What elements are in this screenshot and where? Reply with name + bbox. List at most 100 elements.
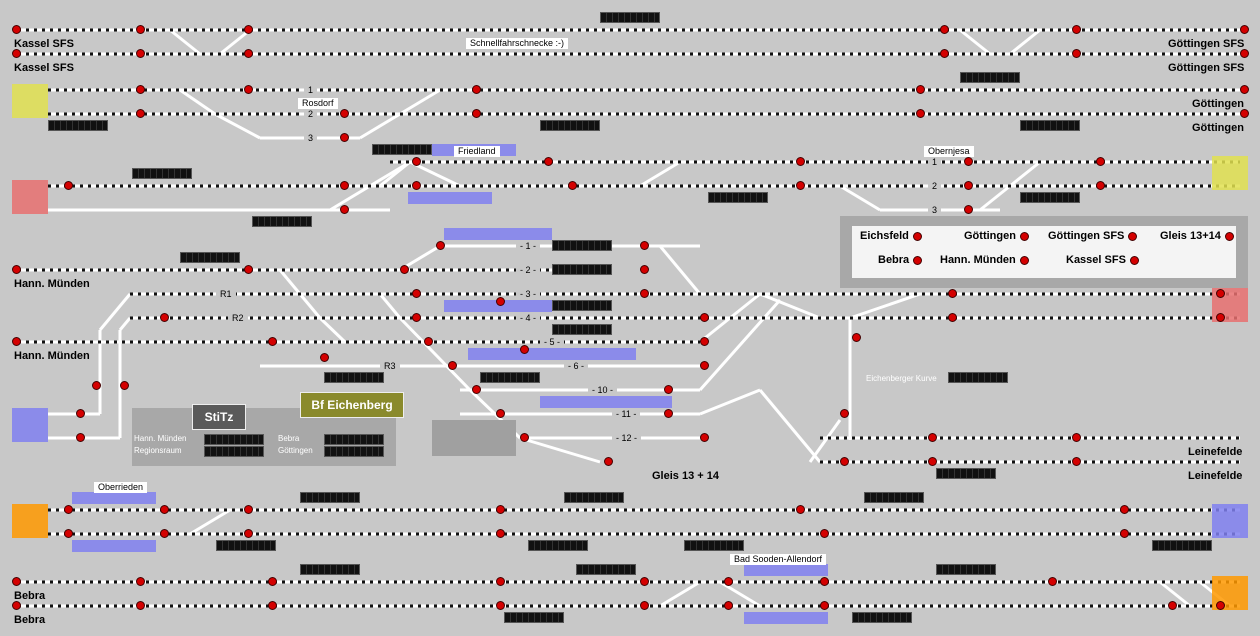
signal[interactable] <box>412 313 421 322</box>
legend-gleis-13-14[interactable]: Gleis 13+14 <box>1160 230 1234 242</box>
signal[interactable] <box>1120 529 1129 538</box>
signal[interactable] <box>964 157 973 166</box>
signal[interactable] <box>136 577 145 586</box>
signal[interactable] <box>568 181 577 190</box>
signal[interactable] <box>640 289 649 298</box>
signal[interactable] <box>840 457 849 466</box>
signal[interactable] <box>700 433 709 442</box>
signal[interactable] <box>796 505 805 514</box>
signal[interactable] <box>412 181 421 190</box>
signal[interactable] <box>136 49 145 58</box>
signal[interactable] <box>700 337 709 346</box>
signal[interactable] <box>424 337 433 346</box>
signal[interactable] <box>268 577 277 586</box>
signal[interactable] <box>1072 49 1081 58</box>
signal[interactable] <box>472 85 481 94</box>
signal[interactable] <box>496 505 505 514</box>
signal[interactable] <box>964 205 973 214</box>
signal[interactable] <box>268 601 277 610</box>
signal[interactable] <box>664 385 673 394</box>
signal[interactable] <box>496 529 505 538</box>
signal[interactable] <box>12 601 21 610</box>
signal[interactable] <box>948 313 957 322</box>
signal[interactable] <box>400 265 409 274</box>
signal[interactable] <box>160 505 169 514</box>
signal[interactable] <box>724 577 733 586</box>
signal[interactable] <box>1048 577 1057 586</box>
signal[interactable] <box>1072 25 1081 34</box>
signal[interactable] <box>1216 601 1225 610</box>
signal[interactable] <box>244 25 253 34</box>
signal[interactable] <box>120 381 129 390</box>
signal[interactable] <box>136 25 145 34</box>
signal[interactable] <box>244 529 253 538</box>
signal[interactable] <box>340 133 349 142</box>
signal[interactable] <box>472 109 481 118</box>
signal[interactable] <box>964 181 973 190</box>
signal[interactable] <box>852 333 861 342</box>
signal[interactable] <box>76 409 85 418</box>
signal[interactable] <box>244 265 253 274</box>
signal[interactable] <box>1072 433 1081 442</box>
signal[interactable] <box>496 409 505 418</box>
signal[interactable] <box>412 289 421 298</box>
signal[interactable] <box>244 49 253 58</box>
signal[interactable] <box>940 25 949 34</box>
signal[interactable] <box>1120 505 1129 514</box>
signal[interactable] <box>940 49 949 58</box>
signal[interactable] <box>928 433 937 442</box>
signal[interactable] <box>340 109 349 118</box>
signal[interactable] <box>12 49 21 58</box>
signal[interactable] <box>12 577 21 586</box>
signal[interactable] <box>796 157 805 166</box>
signal[interactable] <box>1168 601 1177 610</box>
signal[interactable] <box>1240 85 1249 94</box>
signal[interactable] <box>496 601 505 610</box>
signal[interactable] <box>640 601 649 610</box>
signal[interactable] <box>724 601 733 610</box>
signal[interactable] <box>664 409 673 418</box>
signal[interactable] <box>820 577 829 586</box>
signal[interactable] <box>64 181 73 190</box>
signal[interactable] <box>948 289 957 298</box>
signal[interactable] <box>340 205 349 214</box>
signal[interactable] <box>160 313 169 322</box>
signal[interactable] <box>448 361 457 370</box>
signal[interactable] <box>412 157 421 166</box>
signal[interactable] <box>496 577 505 586</box>
signal[interactable] <box>244 85 253 94</box>
signal[interactable] <box>320 353 329 362</box>
signal[interactable] <box>820 529 829 538</box>
signal[interactable] <box>340 181 349 190</box>
signal[interactable] <box>268 337 277 346</box>
signal[interactable] <box>1240 49 1249 58</box>
signal[interactable] <box>928 457 937 466</box>
legend-eichsfeld[interactable]: Eichsfeld <box>860 230 922 242</box>
signal[interactable] <box>160 529 169 538</box>
signal[interactable] <box>640 265 649 274</box>
signal[interactable] <box>544 157 553 166</box>
signal[interactable] <box>1096 157 1105 166</box>
legend-goettingen-sfs[interactable]: Göttingen SFS <box>1048 230 1138 242</box>
legend-goettingen[interactable]: Göttingen <box>964 230 1029 242</box>
signal[interactable] <box>12 337 21 346</box>
legend-bebra[interactable]: Bebra <box>878 254 923 266</box>
signal[interactable] <box>496 297 505 306</box>
signal[interactable] <box>1240 25 1249 34</box>
signal[interactable] <box>12 25 21 34</box>
legend-kassel-sfs[interactable]: Kassel SFS <box>1066 254 1139 266</box>
signal[interactable] <box>640 577 649 586</box>
signal[interactable] <box>840 409 849 418</box>
signal[interactable] <box>136 601 145 610</box>
signal[interactable] <box>92 381 101 390</box>
signal[interactable] <box>520 433 529 442</box>
signal[interactable] <box>244 505 253 514</box>
signal[interactable] <box>12 265 21 274</box>
signal[interactable] <box>1096 181 1105 190</box>
signal[interactable] <box>136 109 145 118</box>
signal[interactable] <box>520 345 529 354</box>
signal[interactable] <box>1240 109 1249 118</box>
signal[interactable] <box>796 181 805 190</box>
signal[interactable] <box>136 85 145 94</box>
signal[interactable] <box>436 241 445 250</box>
